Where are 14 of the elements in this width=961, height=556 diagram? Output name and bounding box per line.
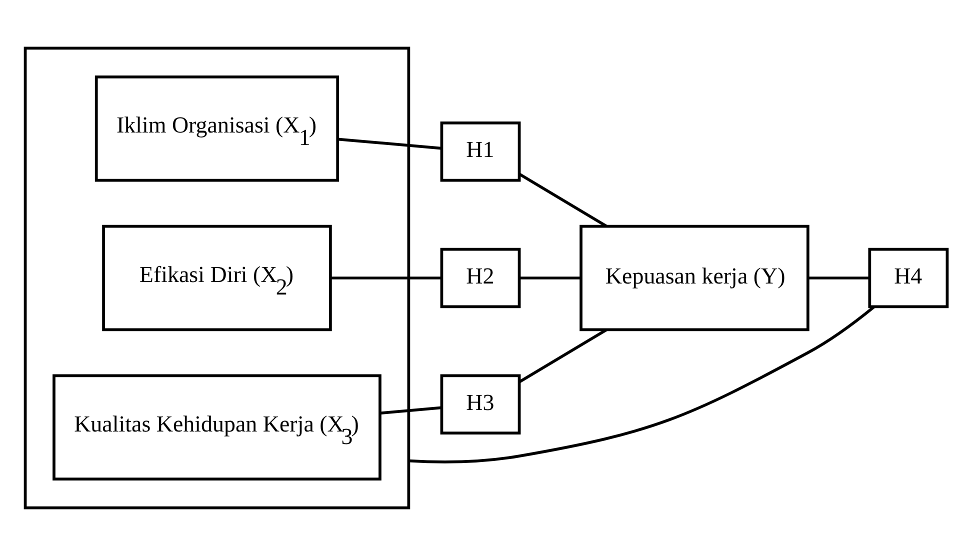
connector [808,276,870,280]
node-box: H4 [868,248,949,308]
connector [518,172,608,228]
connector [330,276,442,280]
node-box: Kepuasan kerja (Y) [580,224,810,332]
node-box: H2 [440,248,521,308]
connector [380,406,442,415]
node-box: H3 [440,374,521,435]
connector [408,306,875,464]
connector [338,138,442,150]
cluster [24,46,410,510]
node-box: H1 [440,121,521,182]
connector [518,328,608,384]
connector [520,276,581,280]
